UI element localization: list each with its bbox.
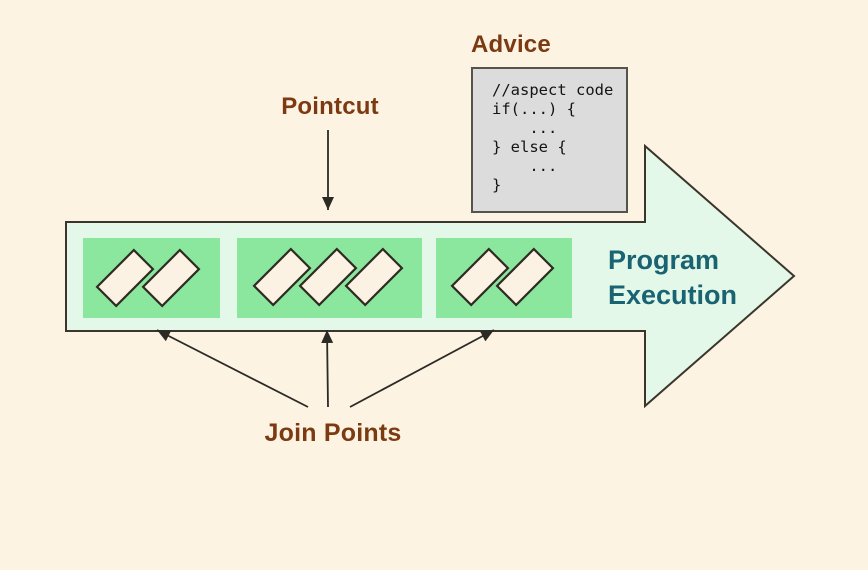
join-points-label: Join Points (264, 419, 402, 447)
join-point-arrow-left (156, 329, 309, 408)
statement-block (95, 248, 155, 308)
advice-code-box: //aspect code if(...) { ... } else { ...… (471, 67, 628, 213)
advice-label: Advice (471, 31, 551, 58)
join-point-arrow-right (349, 329, 495, 408)
statement-block (344, 247, 404, 307)
join-point-arrow-middle (321, 329, 334, 408)
statement-block (450, 247, 510, 307)
advice-code-text: //aspect code if(...) { ... } else { ...… (492, 81, 614, 194)
statement-block (298, 247, 358, 307)
program-execution-line2: Execution (608, 280, 738, 310)
program-execution-line1: Program (608, 245, 720, 275)
statement-block (252, 247, 312, 307)
statement-block (495, 247, 555, 307)
statement-block (141, 248, 201, 308)
program-execution-label: Program Execution (608, 243, 737, 313)
pointcut-label: Pointcut (281, 93, 379, 120)
